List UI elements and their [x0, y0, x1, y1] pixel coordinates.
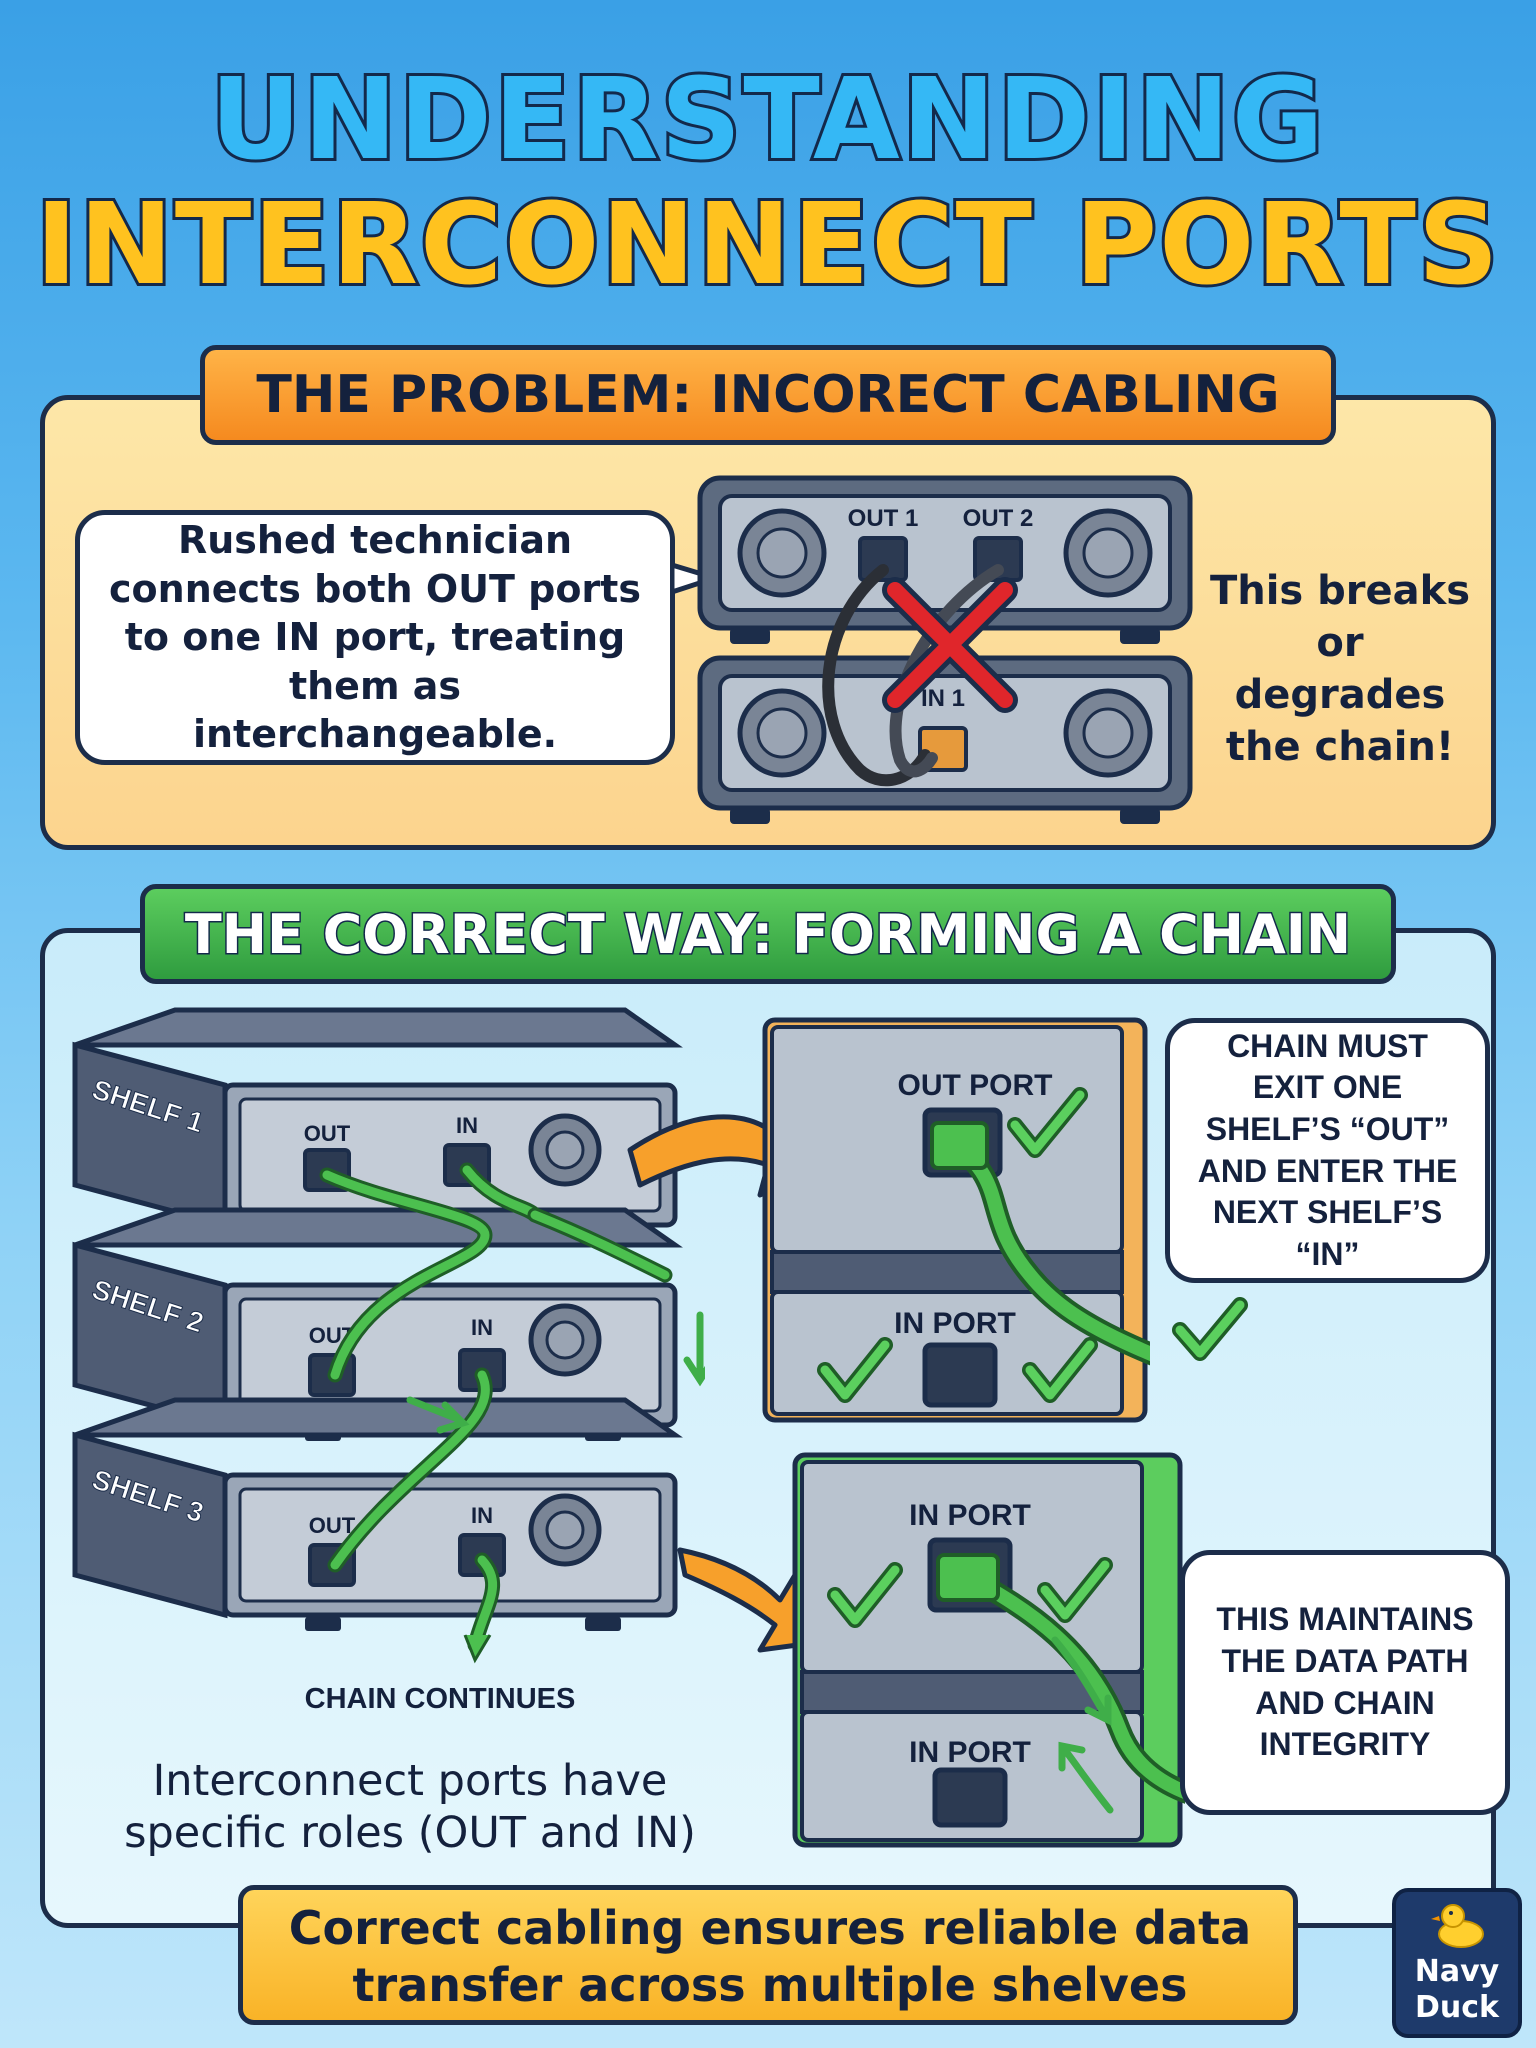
- zoom-panel-in-port: IN PORT IN PORT: [792, 1452, 1185, 1848]
- navy-duck-badge: Navy Duck: [1392, 1888, 1522, 2038]
- shelf-3-out-label: OUT: [309, 1513, 356, 1538]
- zoom-panel-out-to-in: OUT PORT IN PORT: [762, 1017, 1150, 1423]
- shelf-1: SHELF 1 OUT IN: [72, 1007, 683, 1241]
- correct-heading: THE CORRECT WAY: FORMING A CHAIN: [140, 884, 1396, 984]
- callout-data-path: THIS MAINTAINS THE DATA PATH AND CHAIN I…: [1180, 1550, 1510, 1815]
- out2-label: OUT 2: [963, 505, 1034, 532]
- title-line-1: UNDERSTANDING: [207, 52, 1326, 188]
- zoom2-top-port-label: IN PORT: [909, 1499, 1031, 1532]
- problem-shelf-diagram: OUT 1 OUT 2 IN 1: [670, 475, 1193, 824]
- duck-icon: [1431, 1904, 1484, 1948]
- zoom1-bottom-port-label: IN PORT: [894, 1307, 1016, 1340]
- shelf-3-in-label: IN: [471, 1503, 493, 1528]
- callout-chain-rule: CHAIN MUST EXIT ONE SHELF’S “OUT” AND EN…: [1165, 1018, 1490, 1283]
- out1-label: OUT 1: [848, 505, 919, 532]
- footer-summary: [238, 1885, 1298, 2025]
- problem-heading: THE PROBLEM: INCORECT CABLING: [200, 345, 1336, 445]
- shelf-2-in-label: IN: [471, 1315, 493, 1340]
- title-line-2: INTERCONNECT PORTS: [32, 177, 1501, 313]
- problem-description-bubble: Rushed technician connects both OUT port…: [75, 510, 675, 765]
- roles-note: Interconnect ports have specific roles (…: [124, 1756, 696, 1859]
- zoom1-top-port-label: OUT PORT: [898, 1069, 1053, 1102]
- check-icon: [1172, 1297, 1248, 1361]
- shelf-1-out-label: OUT: [304, 1121, 351, 1146]
- badge-line-1: Navy: [1414, 1954, 1500, 1989]
- problem-consequence: This breaks or degrades the chain!: [1209, 568, 1471, 770]
- shelf-2: SHELF 2 OUT IN: [72, 1207, 683, 1441]
- shelf-stack-diagram: SHELF 1 OUT IN SHELF 2 OUT IN SHELF 3 OU…: [72, 1007, 705, 1664]
- in1-label: IN 1: [921, 685, 965, 712]
- badge-line-2: Duck: [1415, 1990, 1499, 2025]
- footer-summary-text: Correct cabling ensures reliable data tr…: [288, 1900, 1252, 2013]
- zoom2-bottom-port-label: IN PORT: [909, 1736, 1031, 1769]
- chain-continues-label: CHAIN CONTINUES: [304, 1683, 576, 1715]
- shelf-1-in-label: IN: [456, 1113, 478, 1138]
